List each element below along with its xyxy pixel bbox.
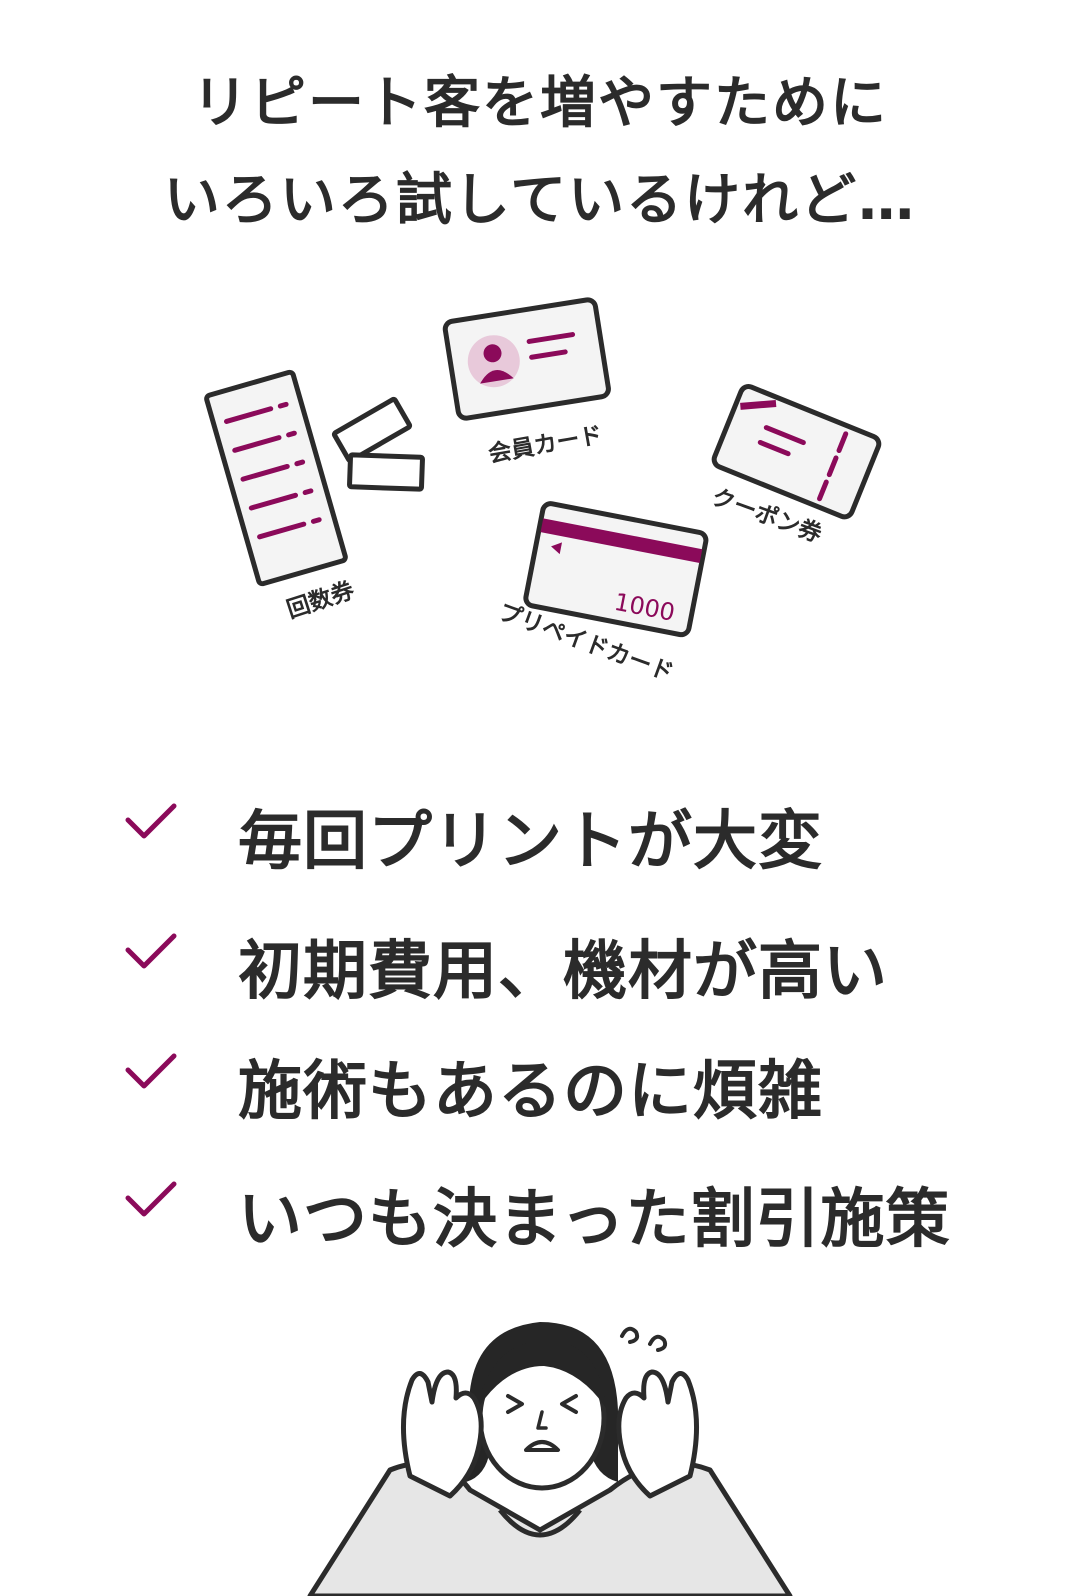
headline-line-1: リピート客を増やすために bbox=[192, 71, 888, 136]
coupon-illustration: クーポン券 bbox=[708, 384, 882, 548]
list-item: 初期費用、機材が高い bbox=[120, 920, 1020, 1009]
kaisuken-illustration: 回数券 bbox=[204, 369, 425, 624]
list-item-text: 初期費用、機材が高い bbox=[238, 935, 888, 1009]
troubled-woman-illustration bbox=[307, 1322, 793, 1596]
list-item-text: 毎回プリントが大変 bbox=[238, 805, 823, 879]
check-icon bbox=[125, 803, 177, 839]
label-kaisuken: 回数券 bbox=[284, 576, 359, 623]
headline-line-2: いろいろ試しているけれど… bbox=[163, 168, 917, 233]
list-item: 施術もあるのに煩雑 bbox=[120, 1040, 1020, 1129]
member-card-illustration: 会員カード bbox=[442, 297, 611, 468]
label-member-card: 会員カード bbox=[486, 421, 604, 468]
list-item-text: 施術もあるのに煩雑 bbox=[238, 1055, 823, 1129]
list-item: いつも決まった割引施策 bbox=[120, 1168, 1020, 1257]
check-icon bbox=[125, 1181, 177, 1217]
list-item-text: いつも決まった割引施策 bbox=[238, 1183, 951, 1257]
check-icon bbox=[125, 1053, 177, 1089]
list-item: 毎回プリントが大変 bbox=[120, 790, 1020, 879]
prepaid-card-illustration: 1000 プリペイドカード bbox=[495, 501, 709, 687]
cards-illustration: 回数券 会員カード クーポン券 1000 プリペ bbox=[204, 297, 882, 687]
check-icon bbox=[125, 933, 177, 969]
